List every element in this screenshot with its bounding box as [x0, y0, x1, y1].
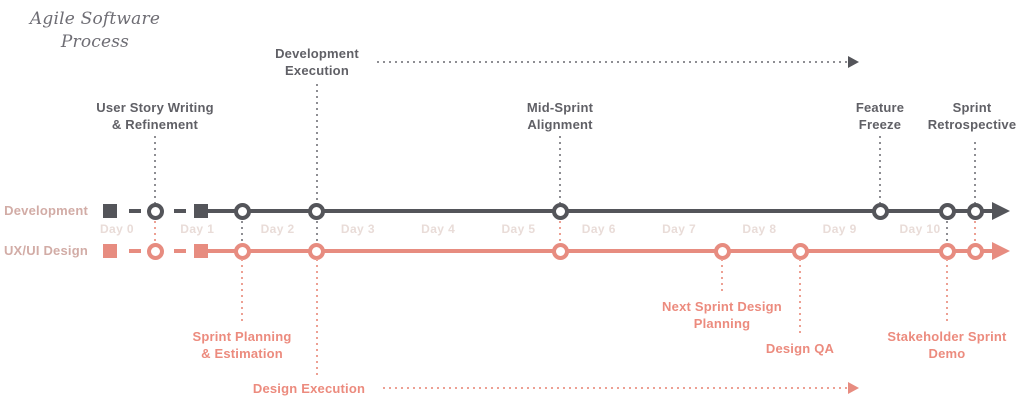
timeline-arrow-icon: [992, 242, 1010, 260]
dotted-connector: [316, 259, 318, 376]
dotted-connector: [946, 259, 948, 324]
day-label: Day 0: [99, 222, 135, 236]
milestone-circle-marker: [233, 202, 251, 220]
event-label-line: & Estimation: [201, 346, 283, 361]
day-label: Day 2: [260, 222, 295, 236]
lane-label-ux-ui-design: UX/UI Design: [3, 243, 88, 258]
day-label: Day 3: [340, 222, 375, 236]
dotted-arrow-head-icon: [848, 56, 859, 68]
execution-arrow-development-execution: [377, 61, 848, 63]
dotted-connector: [974, 221, 976, 243]
day-label: Day 6: [581, 222, 616, 236]
milestone-circle-marker: [713, 242, 731, 260]
milestone-circle-marker: [146, 202, 164, 220]
dotted-connector: [974, 142, 976, 203]
day-label: Day 10: [899, 222, 941, 236]
dotted-connector: [241, 221, 243, 243]
event-label-line: Mid-Sprint: [526, 100, 594, 115]
dotted-connector: [316, 221, 318, 243]
event-label-line: Alignment: [527, 117, 593, 132]
dotted-connector: [946, 221, 948, 243]
event-label-line: & Refinement: [111, 117, 199, 132]
event-label-line: Development: [275, 46, 359, 61]
event-label-sprint-planning-estimation: Sprint Planning & Estimation: [177, 328, 307, 362]
event-label-line: Execution: [285, 63, 349, 78]
timeline-dash-segment: [129, 249, 141, 253]
diagram-title: Agile Software Process: [29, 9, 161, 52]
milestone-circle-marker: [146, 242, 164, 260]
event-label-line: Stakeholder Sprint: [887, 329, 1007, 344]
event-label-line: User Story Writing: [96, 100, 214, 115]
dotted-connector: [721, 259, 723, 294]
event-label-user-story-writing-refinement: User Story Writing & Refinement: [80, 99, 230, 133]
milestone-circle-marker: [938, 202, 956, 220]
milestone-circle-marker: [966, 242, 984, 260]
event-label-design-execution: Design Execution: [239, 380, 379, 397]
milestone-circle-marker: [307, 202, 325, 220]
dotted-connector: [559, 221, 561, 243]
milestone-circle-marker: [551, 242, 569, 260]
dotted-connector: [154, 136, 156, 203]
event-label-line: Sprint Planning: [192, 329, 292, 344]
milestone-square-marker: [194, 244, 208, 258]
day-label: Day 8: [742, 222, 777, 236]
milestone-square-marker: [103, 244, 117, 258]
lane-label-development: Development: [4, 203, 88, 218]
day-label: Day 1: [180, 222, 215, 236]
dotted-connector: [879, 136, 881, 203]
event-label-line: Next Sprint Design: [662, 299, 782, 314]
timeline-line-development: [207, 209, 992, 213]
execution-arrow-design-execution: [383, 387, 848, 389]
milestone-circle-marker: [871, 202, 889, 220]
day-label: Day 7: [662, 222, 697, 236]
timeline-dash-segment: [129, 209, 141, 213]
event-label-line: Feature: [855, 100, 905, 115]
milestone-circle-marker: [938, 242, 956, 260]
timeline-dash-segment: [174, 249, 186, 253]
event-label-line: Demo: [928, 346, 966, 361]
dotted-connector: [154, 221, 156, 243]
day-label: Day 9: [822, 222, 857, 236]
dotted-connector: [241, 259, 243, 324]
dotted-connector: [316, 84, 318, 203]
event-label-design-qa: Design QA: [750, 340, 850, 357]
event-label-line: Planning: [693, 316, 751, 331]
event-label-line: Design QA: [765, 341, 835, 356]
milestone-circle-marker: [791, 242, 809, 260]
timeline-line-ux-ui-design: [207, 249, 992, 253]
milestone-circle-marker: [307, 242, 325, 260]
dotted-connector: [559, 136, 561, 203]
timeline-dash-segment: [174, 209, 186, 213]
event-label-line: Design Execution: [252, 381, 366, 396]
day-label: Day 4: [421, 222, 456, 236]
milestone-square-marker: [194, 204, 208, 218]
event-label-line: Sprint: [952, 100, 992, 115]
day-label: Day 5: [501, 222, 536, 236]
dotted-connector: [799, 259, 801, 336]
milestone-circle-marker: [966, 202, 984, 220]
milestone-circle-marker: [551, 202, 569, 220]
timeline-arrow-icon: [992, 202, 1010, 220]
milestone-circle-marker: [233, 242, 251, 260]
dotted-arrow-head-icon: [848, 382, 859, 394]
event-label-line: Freeze: [858, 117, 902, 132]
event-label-line: Retrospective: [927, 117, 1017, 132]
milestone-square-marker: [103, 204, 117, 218]
